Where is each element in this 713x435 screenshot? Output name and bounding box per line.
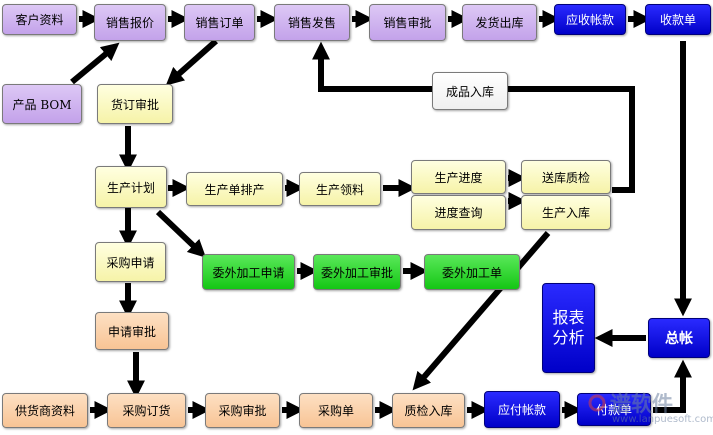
node-report-analysis: 报表分析 [542,283,595,373]
watermark-url: www.lanpuesoft.com [612,414,713,425]
node-receipt-voucher: 收款单 [645,4,711,35]
node-outsource-order: 委外加工单 [424,254,520,290]
node-purchase-order: 采购订货 [107,393,186,428]
node-request-approval: 申请审批 [95,312,169,350]
node-customer-info: 客户资料 [2,4,77,35]
watermark-text: 谱软件 [610,392,673,416]
arrow-in-to-qcin [412,231,551,391]
node-production-in: 生产入库 [521,195,611,230]
arrow-payment-to-ledger [653,359,692,413]
node-purchase-approval: 采购审批 [205,393,280,428]
arrow-bom-to-quote [70,42,120,85]
arrow-plan-to-outsource [155,209,207,258]
node-sales-order: 销售订单 [184,4,255,41]
node-sales-invoice: 销售发售 [274,4,350,41]
node-product-bom: 产品 BOM [2,84,82,124]
node-outsource-request: 委外加工申请 [202,254,295,290]
node-finished-goods-in: 成品入库 [432,72,508,110]
watermark-logo-icon [588,394,606,412]
node-supplier-info: 供货商资料 [2,393,88,428]
node-purchase-request: 采购申请 [95,242,166,282]
arrow-qc-to-invoice [312,41,635,193]
node-production-plan: 生产计划 [95,166,167,208]
node-production-schedule: 生产单排产 [186,172,283,206]
node-general-ledger: 总帐 [648,318,710,358]
node-outsource-approval: 委外加工审批 [313,254,401,290]
node-order-approval: 货订审批 [97,84,173,124]
node-receivable-account: 应收帐款 [554,4,626,35]
node-warehouse-qc: 送库质检 [521,160,611,194]
arrow-order-to-orderapproval [165,38,218,86]
node-sales-approval: 销售审批 [369,4,446,41]
node-shipping-out: 发货出库 [462,4,537,41]
node-qc-in: 质检入库 [392,393,465,428]
node-payment-voucher: 付款单 [577,393,651,426]
node-production-progress: 生产进度 [411,160,506,194]
node-sales-quote: 销售报价 [94,4,166,41]
node-production-material: 生产领料 [299,172,381,206]
node-payable-account: 应付帐款 [484,391,560,428]
node-progress-query: 进度查询 [411,195,506,230]
node-purchase-voucher: 采购单 [299,393,373,428]
